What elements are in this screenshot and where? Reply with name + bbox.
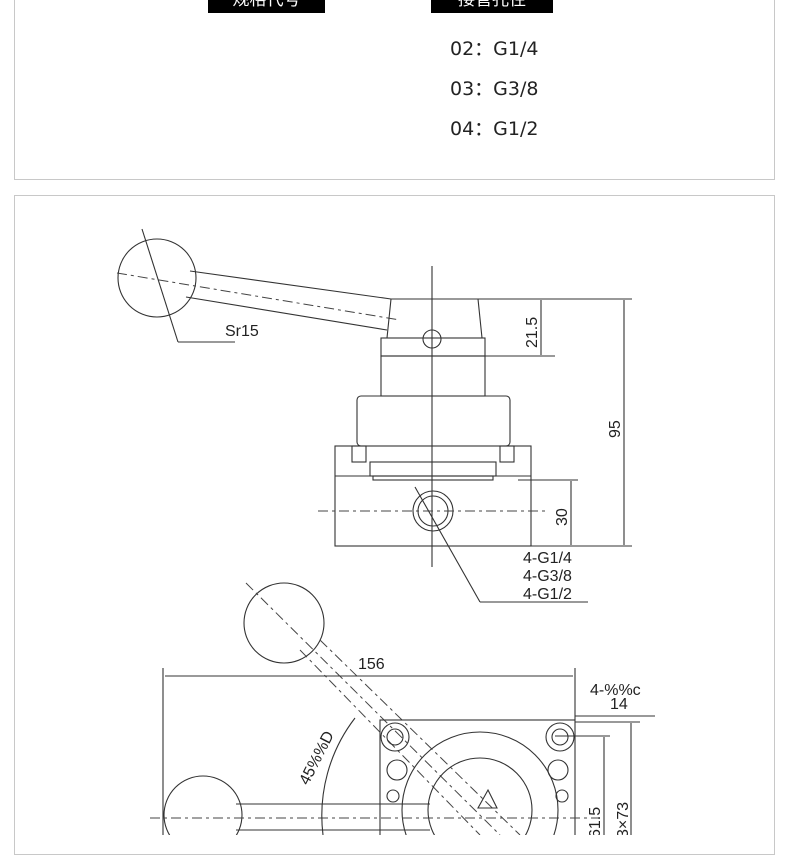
port-label-g38: 4-G3/8 [523, 568, 572, 585]
front-view: Sr15 21.5 95 30 4-G1/4 4-G3/8 4-G1/2 [116, 228, 632, 603]
port-label-g14: 4-G1/4 [523, 550, 572, 567]
header-spec-code: 规格代号 [208, 0, 325, 13]
dim-61-5: 61.5 [587, 807, 604, 835]
handle-cap [386, 298, 483, 339]
dim-21-5: 21.5 [524, 317, 541, 348]
port-label-g12: 4-G1/2 [523, 586, 572, 603]
top-view: 156 4-%%c 14 45%%D 61.5 3×73 [150, 582, 655, 835]
label-angle: 45%%D [296, 729, 337, 788]
label-sr15: Sr15 [225, 323, 259, 340]
technical-drawing: Sr15 21.5 95 30 4-G1/4 4-G3/8 4-G1/2 156… [116, 228, 655, 835]
header-port-size: 接管孔径 [431, 0, 553, 13]
dim-body: 3×73 [615, 802, 632, 835]
dim-30: 30 [554, 508, 571, 526]
port-spec-03: 03：G3/8 [450, 78, 539, 100]
label-hole-count: 4-%%c [590, 682, 641, 699]
port-spec-04: 04：G1/2 [450, 118, 539, 140]
label-hole-size: 14 [610, 696, 628, 713]
port-spec-02: 02：G1/4 [450, 38, 539, 60]
dim-156: 156 [358, 656, 385, 673]
handle-ball [117, 238, 197, 318]
dim-95: 95 [607, 420, 624, 438]
valve-body [334, 445, 532, 547]
spec-table-panel: 规格代号 接管孔径 02：G1/4 03：G3/8 04：G1/2 [14, 0, 775, 180]
